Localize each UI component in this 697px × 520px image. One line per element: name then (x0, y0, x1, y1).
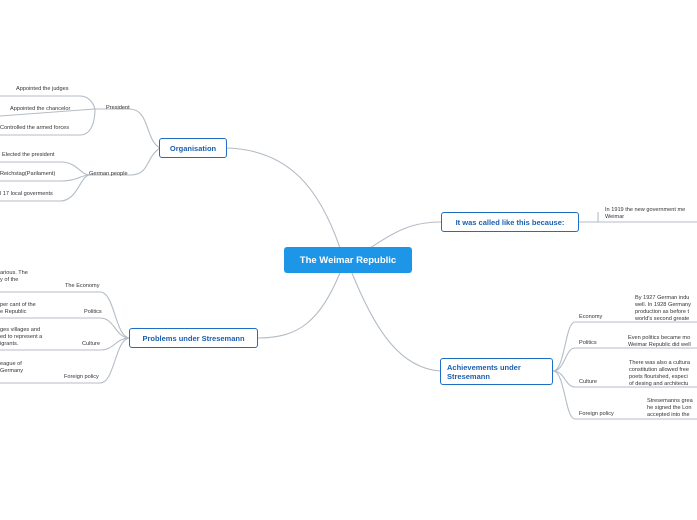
achievements-foreign-label[interactable]: Foreign policy (579, 411, 614, 417)
president-item-judges[interactable]: Appointed the judges (16, 86, 69, 92)
topic-achievements[interactable]: Achievements under Stresemann (440, 358, 553, 385)
president-item-chancelor[interactable]: Appointed the chancelor (10, 106, 71, 112)
achievements-economy-text: By 1927 German indu well. In 1928 German… (635, 295, 691, 322)
people-item-local-goverments[interactable]: l 17 local goverments (0, 191, 53, 197)
topic-why-called[interactable]: It was called like this because: (441, 212, 579, 232)
topic-problems[interactable]: Problems under Stresemann (129, 328, 258, 348)
problems-politics-label[interactable]: Politics (84, 309, 102, 315)
people-item-president[interactable]: Elected the president (2, 152, 55, 158)
people-item-reichstag[interactable]: Reichstag(Parilament) (0, 171, 56, 177)
achievements-politics-label[interactable]: Politics (579, 340, 597, 346)
achievements-economy-label[interactable]: Economy (579, 314, 603, 320)
achievements-culture-text: There was also a cultura constitution al… (629, 360, 690, 387)
president-item-armed-forces[interactable]: Controlled the armed forces (0, 125, 70, 131)
problems-foreign-label[interactable]: Foreign policy (64, 374, 99, 380)
achievements-politics-text: Even politics became mo Weimar Republic … (628, 335, 691, 348)
central-topic[interactable]: The Weimar Republic (284, 247, 412, 273)
problems-culture-text: ges villages and ed to represent a igran… (0, 327, 43, 347)
topic-organisation[interactable]: Organisation (159, 138, 227, 158)
achievements-culture-label[interactable]: Culture (579, 379, 598, 385)
problems-economy-text: arious. The y of the (0, 270, 28, 283)
achievements-foreign-text: Stresemanns grea he signed the Lon accep… (647, 398, 693, 418)
subtopic-president[interactable]: President (106, 105, 130, 111)
problems-politics-text: per cant of the e Republic (0, 302, 36, 315)
called-text: In 1919 the new government me Weimar (605, 207, 686, 220)
problems-culture-label[interactable]: Culture (82, 341, 101, 347)
subtopic-german-people[interactable]: German people (89, 171, 128, 177)
problems-foreign-text: eague of Germany (0, 361, 24, 374)
problems-economy-label[interactable]: The Economy (65, 283, 100, 289)
